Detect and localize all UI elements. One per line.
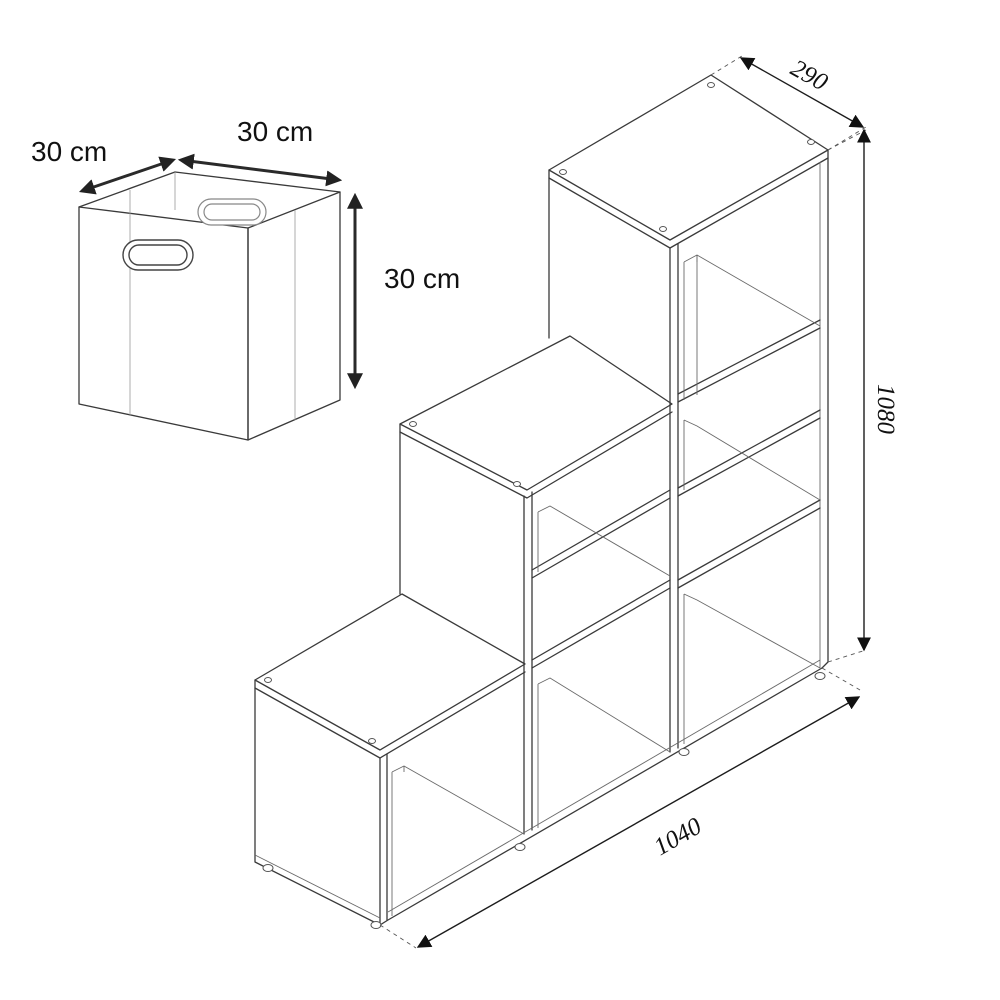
box-width-arrow <box>177 153 343 187</box>
box-width-label: 30 cm <box>237 116 313 147</box>
box-height-label: 30 cm <box>384 263 460 294</box>
shelf-depth-arrow <box>739 57 865 128</box>
box-depth-arrow <box>78 156 177 195</box>
shelf-width-arrow <box>416 696 861 948</box>
storage-box-drawing <box>78 171 341 441</box>
shelf-width-label: 1040 <box>650 813 707 862</box>
step-shelf-drawing <box>254 74 829 926</box>
shelf-cam-locks <box>264 82 815 744</box>
shelf-feet <box>262 672 826 929</box>
shelf-depth-label: 290 <box>786 55 832 97</box>
shelf-height-label: 1080 <box>872 384 899 435</box>
box-depth-label: 30 cm <box>31 136 107 167</box>
